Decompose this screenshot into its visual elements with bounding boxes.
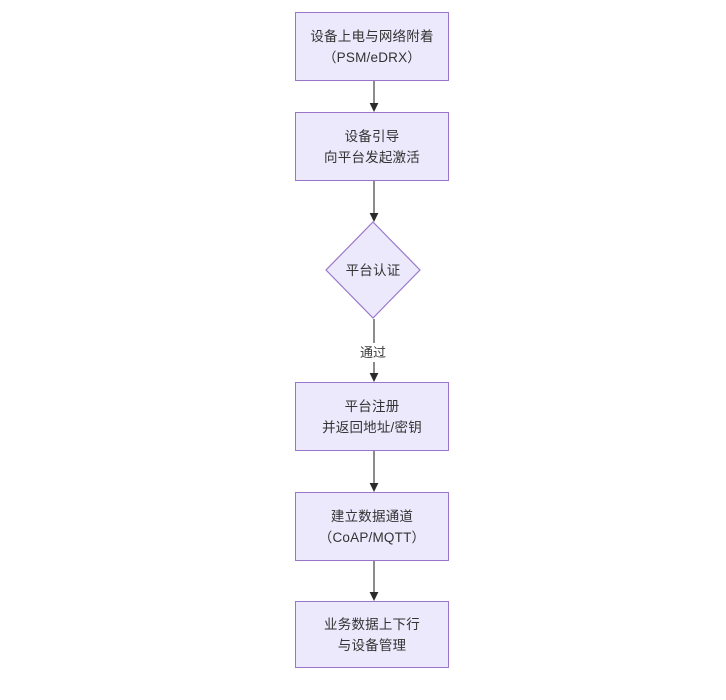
flow-connector-n5-n6 (366, 561, 382, 601)
flow-node-text-line: 平台注册 (344, 398, 400, 414)
flow-edge-label-pass: 通过 (357, 343, 390, 362)
flow-node-text-line: 建立数据通道 (330, 508, 414, 524)
flow-node-business-data[interactable]: 业务数据上下行 与设备管理 (295, 601, 449, 668)
flow-node-platform-auth-decision[interactable]: 平台认证 (325, 221, 421, 319)
flow-node-text-line: 并返回地址/密钥 (322, 419, 422, 435)
flow-connector-n1-n2 (366, 81, 382, 112)
flow-node-text-line: 业务数据上下行 (324, 616, 420, 632)
flow-node-data-channel[interactable]: 建立数据通道 （CoAP/MQTT） (295, 492, 449, 561)
flow-node-text-line: （PSM/eDRX） (322, 49, 422, 65)
flow-connector-n2-n3 (366, 181, 382, 222)
flow-node-text-line: 设备上电与网络附着 (310, 28, 434, 44)
flow-node-text-line: （CoAP/MQTT） (318, 529, 426, 545)
flow-node-device-bootstrap[interactable]: 设备引导 向平台发起激活 (295, 112, 449, 181)
flow-node-text-line: 设备引导 (344, 128, 400, 144)
flow-node-platform-register[interactable]: 平台注册 并返回地址/密钥 (295, 382, 449, 451)
flow-node-text-line: 与设备管理 (337, 637, 407, 653)
flow-node-device-power-on[interactable]: 设备上电与网络附着 （PSM/eDRX） (295, 12, 449, 81)
flow-connector-n4-n5 (366, 451, 382, 492)
flow-node-text-line: 向平台发起激活 (324, 149, 420, 165)
